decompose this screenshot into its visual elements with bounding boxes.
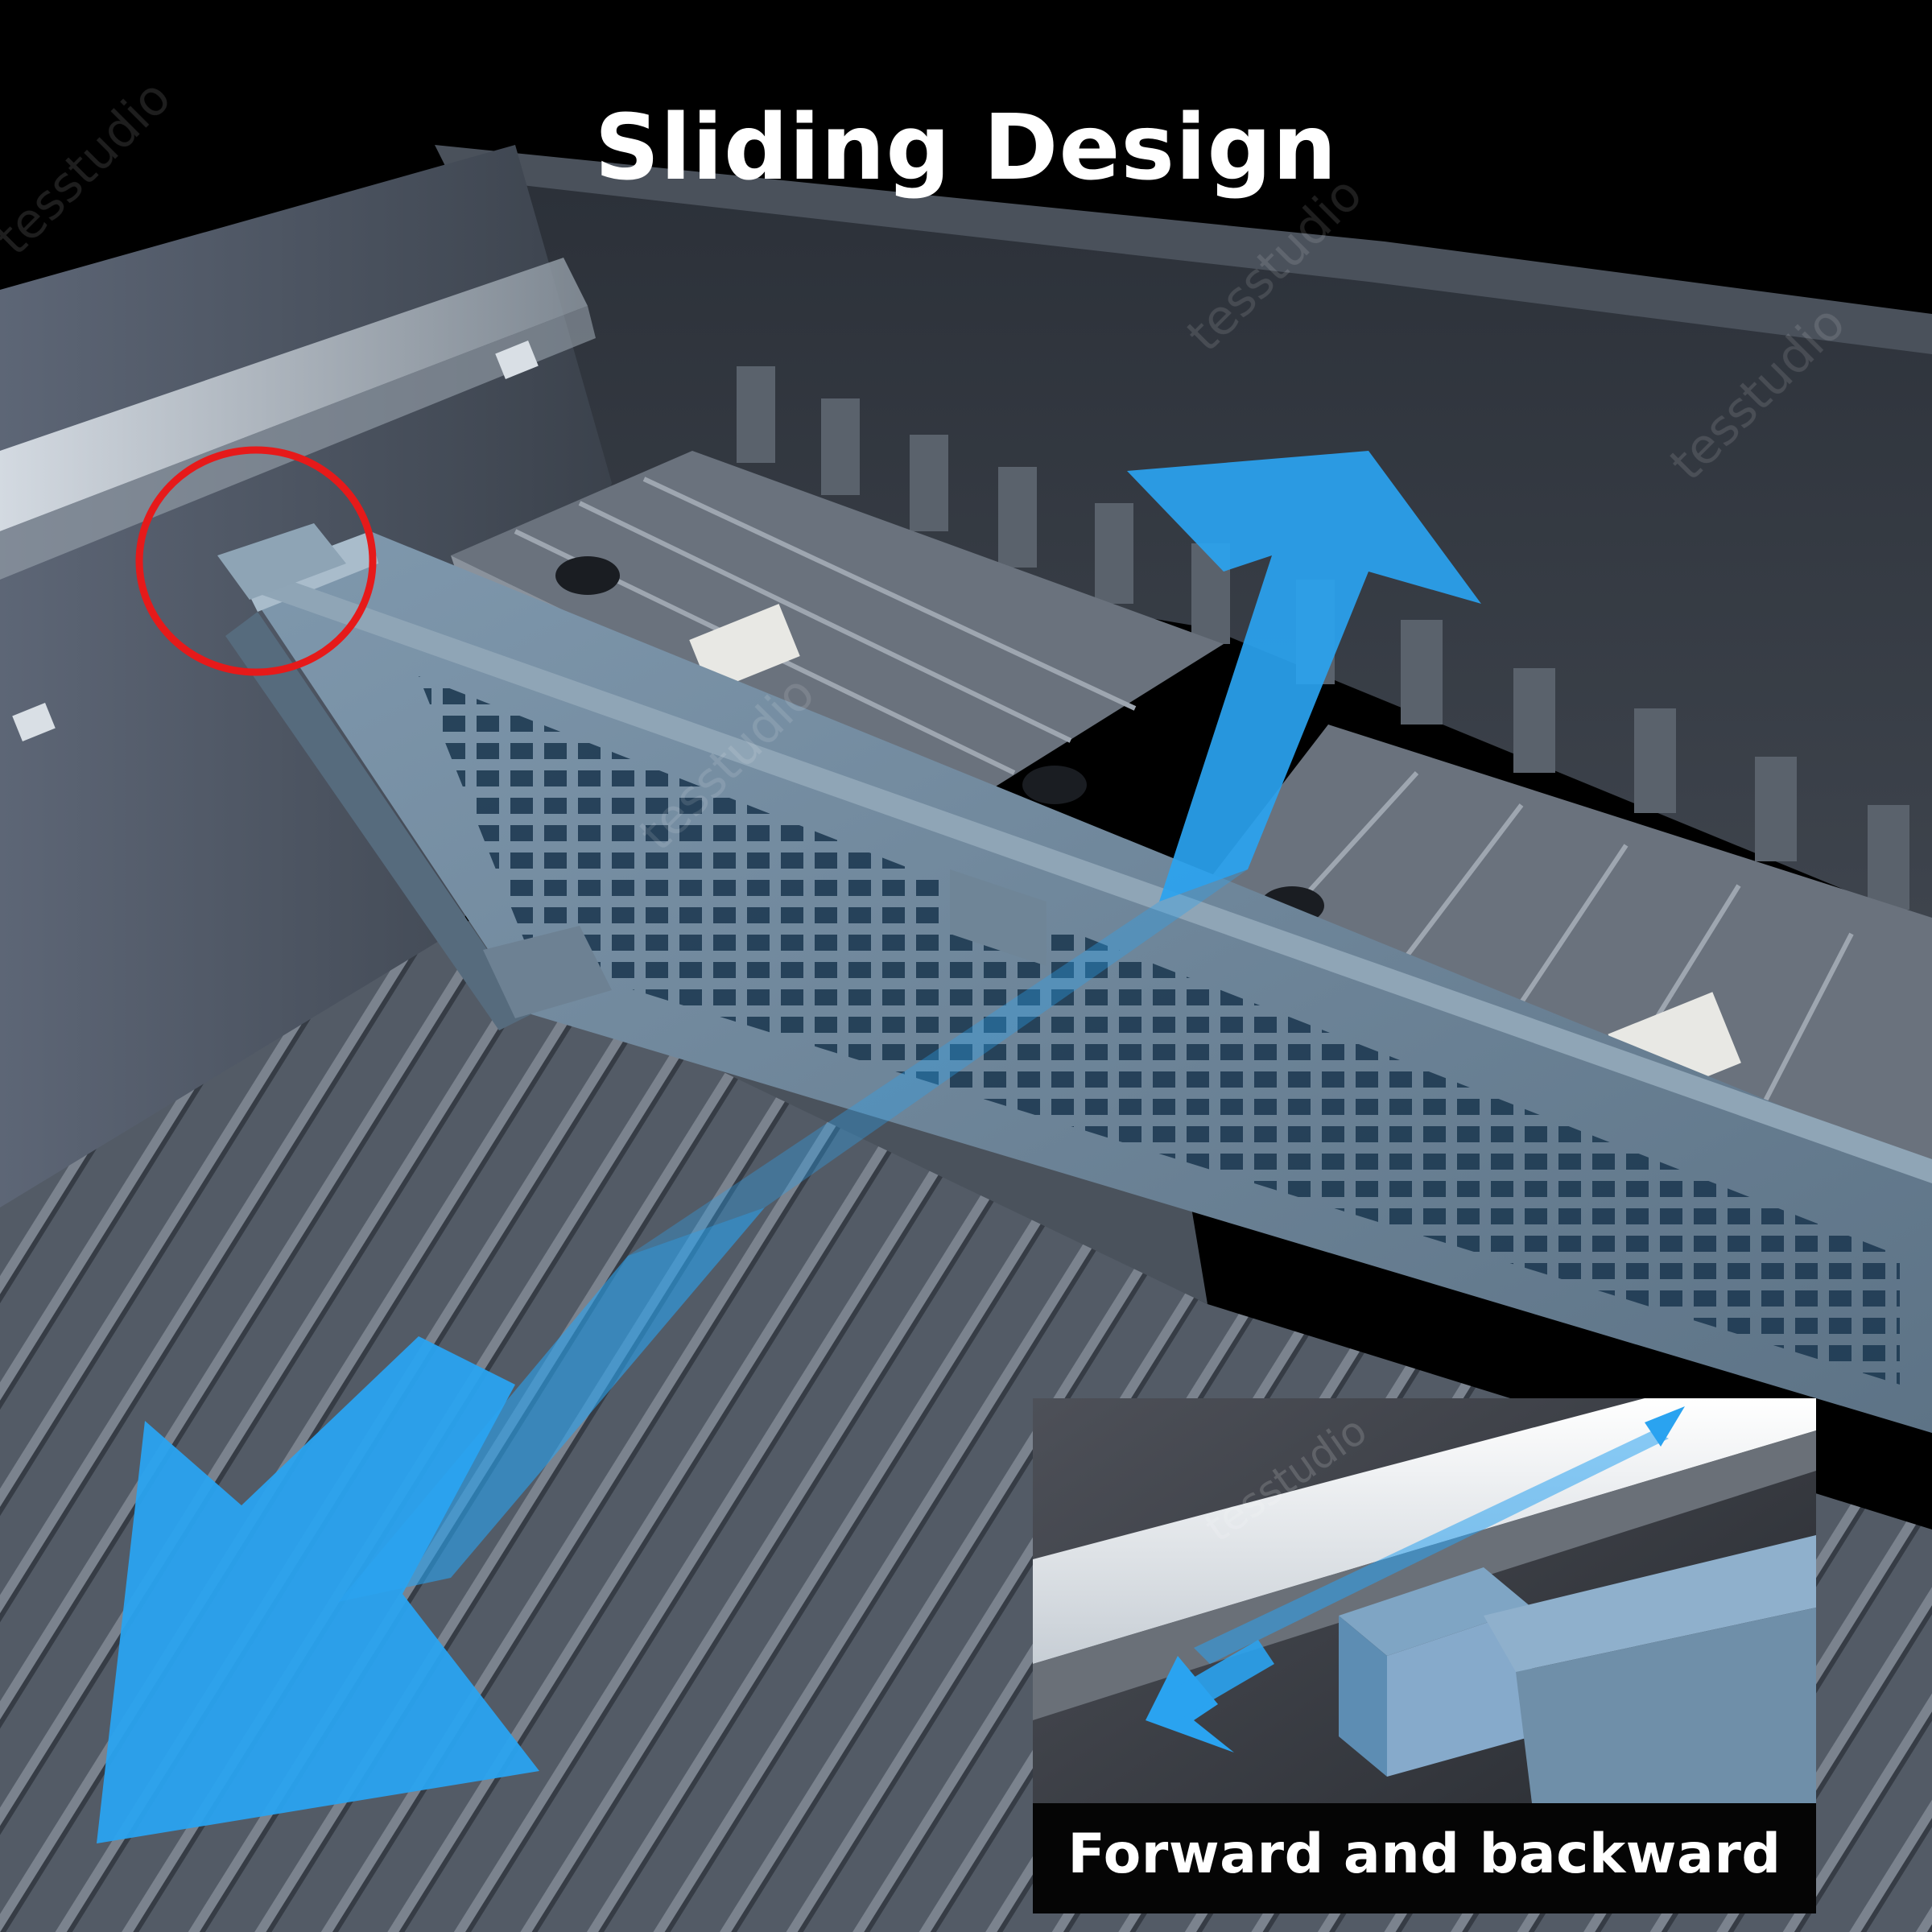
inset-caption: Forward and backward <box>1067 1823 1781 1886</box>
caption-bar: Forward and backward <box>1033 1803 1816 1913</box>
inset-closeup: tesstudio Forward and backward <box>1033 1398 1816 1913</box>
double-headed-arrow-icon <box>1146 1406 1685 1752</box>
double-headed-arrow-icon <box>97 451 1481 1843</box>
red-circle-icon <box>135 446 377 676</box>
headline: Sliding Design <box>594 96 1338 200</box>
